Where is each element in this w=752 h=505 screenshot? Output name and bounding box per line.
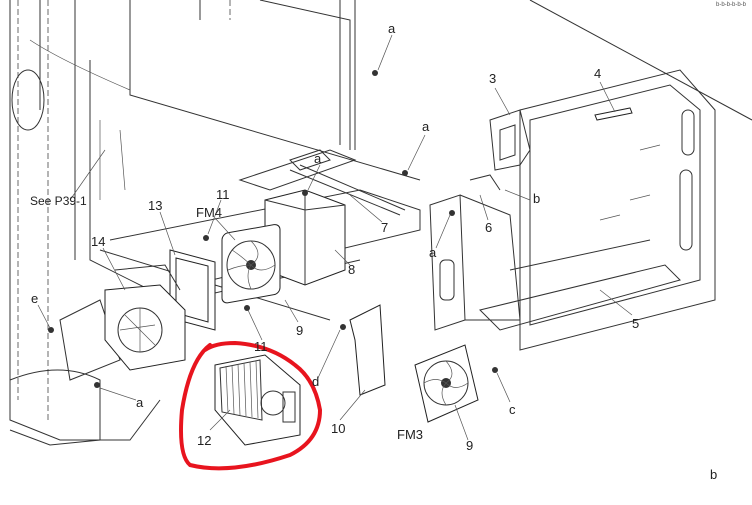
part-7-rail — [289, 164, 406, 216]
label-a: a — [136, 395, 144, 410]
label-9: 9 — [296, 323, 303, 338]
red-circle-annotation — [179, 340, 323, 471]
part-4-label-plate — [594, 107, 633, 121]
label-8: 8 — [348, 262, 355, 277]
part-6-bracket — [429, 174, 521, 331]
page-corner-text: b-b-b-b-b-b — [715, 2, 746, 8]
label-b: b — [533, 191, 540, 206]
see-reference-label: See P39-1 — [30, 194, 87, 208]
label-4: 4 — [594, 66, 601, 81]
label-14: 14 — [91, 234, 105, 249]
label-13: 13 — [148, 198, 162, 213]
label-11: 11 — [254, 339, 268, 354]
label-5: 5 — [632, 316, 639, 331]
label-c: c — [509, 402, 516, 417]
label-12: 12 — [197, 433, 211, 448]
part-3-bracket — [489, 109, 531, 171]
label-a: a — [314, 151, 322, 166]
label-fm3: FM3 — [397, 427, 423, 442]
label-fm4: FM4 — [196, 205, 222, 220]
screws — [48, 70, 498, 388]
label-7: 7 — [381, 220, 388, 235]
label-9: 9 — [466, 438, 473, 453]
leader-lines — [37, 34, 633, 441]
label-3: 3 — [489, 71, 496, 86]
label-6: 6 — [485, 220, 492, 235]
main-chassis — [9, 0, 421, 446]
fan-fm4 — [221, 224, 281, 304]
fan-fm3 — [414, 344, 479, 423]
label-11: 11 — [216, 187, 230, 202]
part-14-duct — [104, 264, 186, 371]
label-a: a — [388, 21, 396, 36]
label-e: e — [31, 291, 38, 306]
part-12-filter — [214, 354, 301, 446]
label-d: d — [312, 374, 319, 389]
label-a: a — [422, 119, 430, 134]
label-10: 10 — [331, 421, 345, 436]
label-b: b — [710, 467, 717, 482]
part-10-bracket — [349, 304, 386, 396]
part-5-side-panel — [479, 0, 752, 351]
label-a: a — [429, 245, 437, 260]
